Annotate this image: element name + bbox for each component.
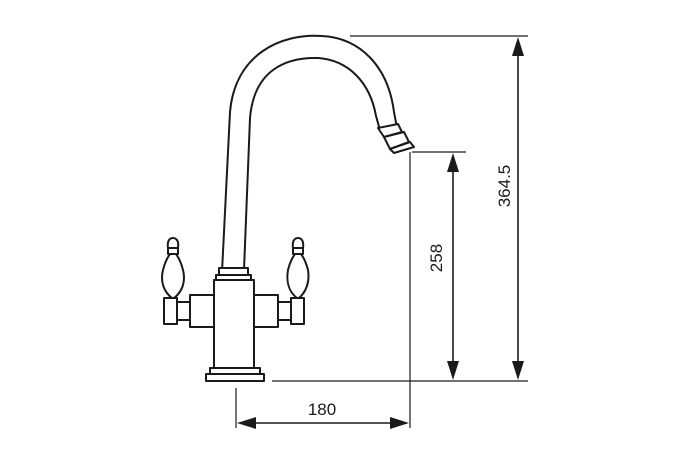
overall-height-label: 364.5 [495,165,514,208]
extension-lines [235,35,528,428]
dimension-spout-reach: 180 [237,400,409,429]
tap-body [213,279,255,373]
right-lever-finial [291,237,305,249]
spout-inner-edge [243,56,381,271]
overall-height-arrow-top [512,37,524,56]
spout-outer-edge [221,34,398,273]
spout-height-label: 258 [427,244,446,272]
spout-reach-arrow-right [390,417,409,429]
spout-height-arrow-bottom [447,361,459,380]
spout-height-arrow-top [447,153,459,172]
right-valve-cap [290,297,305,325]
spout-reach-label: 180 [308,400,336,419]
left-valve-block [189,294,215,328]
tap-illustration [161,34,415,382]
right-valve-stem [277,301,292,321]
base-plate [205,373,265,382]
right-valve-block [253,294,279,328]
spout-collar [218,267,249,276]
left-lever-finial [166,237,180,249]
dimension-spout-height: 258 [427,153,459,380]
spout-reach-arrow-left [237,417,256,429]
overall-height-arrow-bottom [512,361,524,380]
left-valve-stem [176,301,191,321]
left-lever-handle [161,253,185,299]
right-lever-handle [286,253,310,299]
dimension-overall-height: 364.5 [495,37,524,380]
spout-aerator-tip [389,141,415,154]
left-valve-cap [163,297,178,325]
